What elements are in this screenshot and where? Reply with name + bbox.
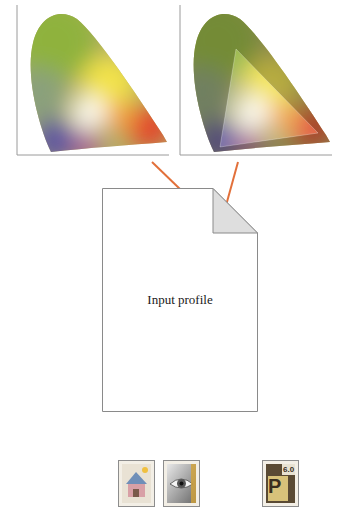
chromaticity-diagram [7,0,187,165]
page-border [103,189,258,412]
app-icon [119,461,155,507]
version-number: 6.0 [283,465,294,474]
app-icon [263,461,299,507]
text-holder: Input profile [102,188,258,412]
chromaticity-diagram [170,0,344,175]
page-fold [213,189,258,234]
node-label: Input profile [147,292,212,308]
document-page: Input profile [102,188,258,412]
app-icon [164,461,200,507]
icon-letter: P [268,476,281,496]
